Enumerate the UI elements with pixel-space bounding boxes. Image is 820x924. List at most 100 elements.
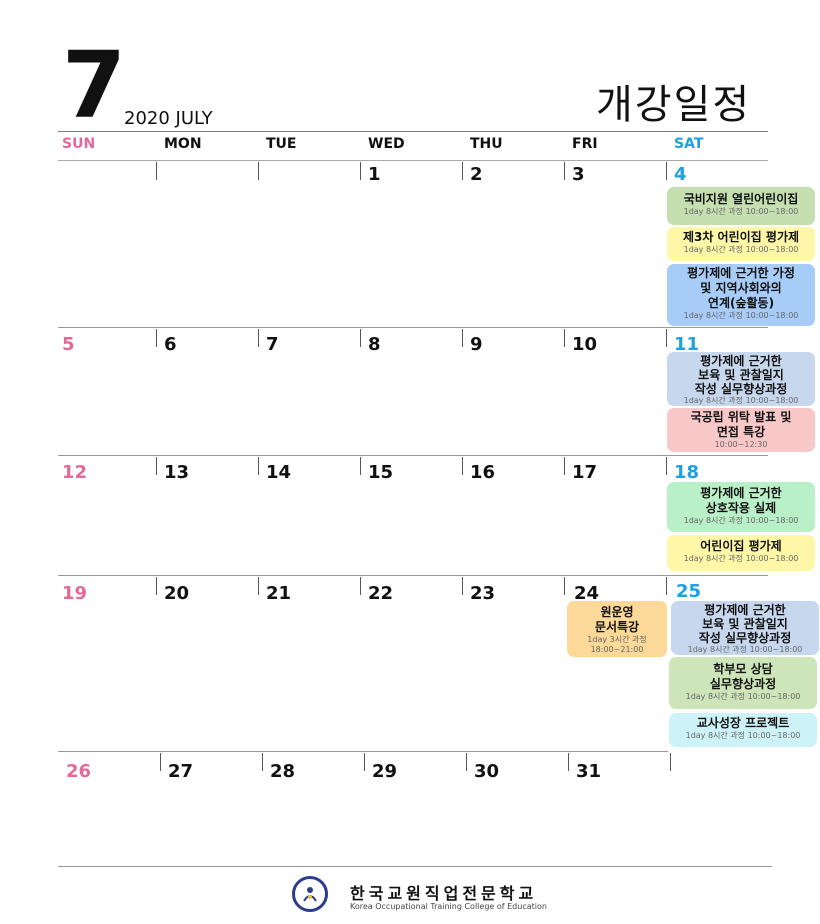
day-number[interactable]: 5: [62, 334, 75, 355]
day-number[interactable]: 14: [266, 462, 292, 483]
footer-divider: [58, 866, 772, 867]
day-number[interactable]: 17: [572, 462, 598, 483]
event-title: 제3차 어린이집 평가제: [682, 230, 800, 244]
day-number[interactable]: 7: [266, 334, 279, 355]
event-time: 1day 8시간 과정 10:00~18:00: [683, 554, 799, 563]
cell-divider: [462, 457, 463, 475]
event-title: 문서특강: [594, 620, 640, 634]
weekday-divider: [58, 160, 768, 161]
day-number[interactable]: 16: [470, 462, 496, 483]
week-divider: [58, 327, 768, 328]
event-title: 연계(숲활동): [707, 296, 775, 310]
day-number[interactable]: 30: [474, 761, 500, 782]
day-number[interactable]: 31: [576, 761, 602, 782]
week-divider: [58, 455, 768, 456]
cell-divider: [258, 162, 259, 180]
cell-divider: [160, 753, 161, 771]
cell-divider: [156, 577, 157, 595]
day-number[interactable]: 29: [372, 761, 398, 782]
weekday-sun: SUN: [62, 136, 96, 152]
event-card[interactable]: 평가제에 근거한 상호작용 실제 1day 8시간 과정 10:00~18:00: [667, 482, 815, 532]
day-number[interactable]: 1: [368, 164, 381, 185]
day-number[interactable]: 27: [168, 761, 194, 782]
event-title: 및 지역사회와의: [700, 281, 782, 295]
event-card[interactable]: 어린이집 평가제 1day 8시간 과정 10:00~18:00: [667, 535, 815, 571]
cell-divider: [360, 329, 361, 347]
event-card[interactable]: 평가제에 근거한 보육 및 관찰일지 작성 실무향상과정 1day 8시간 과정…: [671, 601, 819, 655]
day-number[interactable]: 8: [368, 334, 381, 355]
day-number[interactable]: 9: [470, 334, 483, 355]
day-number[interactable]: 25: [676, 581, 702, 602]
day-number[interactable]: 26: [66, 761, 92, 782]
day-number[interactable]: 10: [572, 334, 598, 355]
logo-emblem-icon: [303, 887, 317, 902]
event-title: 교사성장 프로젝트: [696, 716, 790, 730]
event-card[interactable]: 원운영 문서특강 1day 3시간 과정 18:00~21:00: [567, 601, 667, 657]
event-title: 실무향상과정: [709, 677, 777, 691]
event-title: 작성 실무향상과정: [694, 382, 788, 396]
event-card[interactable]: 교사성장 프로젝트 1day 8시간 과정 10:00~18:00: [669, 713, 817, 747]
day-number[interactable]: 15: [368, 462, 394, 483]
cell-divider: [568, 753, 569, 771]
day-number[interactable]: 23: [470, 583, 496, 604]
event-title: 상호작용 실제: [705, 501, 777, 515]
day-number[interactable]: 12: [62, 462, 88, 483]
event-title: 보육 및 관찰일지: [698, 368, 784, 382]
event-time: 1day 8시간 과정 10:00~18:00: [683, 516, 799, 525]
day-number[interactable]: 21: [266, 583, 292, 604]
event-time: 1day 8시간 과정 10:00~18:00: [685, 731, 801, 740]
day-number[interactable]: 6: [164, 334, 177, 355]
day-number[interactable]: 13: [164, 462, 190, 483]
event-card[interactable]: 평가제에 근거한 보육 및 관찰일지 작성 실무향상과정 1day 8시간 과정…: [667, 352, 815, 406]
cell-divider: [360, 457, 361, 475]
event-title: 평가제에 근거한 가정: [687, 266, 795, 280]
day-number[interactable]: 3: [572, 164, 585, 185]
cell-divider: [666, 162, 667, 180]
event-title: 평가제에 근거한: [700, 486, 782, 500]
weekday-fri: FRI: [572, 136, 598, 152]
event-card[interactable]: 제3차 어린이집 평가제 1day 8시간 과정 10:00~18:00: [667, 227, 815, 261]
week-divider: [58, 751, 668, 752]
event-title: 면접 특강: [716, 425, 766, 439]
cell-divider: [360, 577, 361, 595]
event-card[interactable]: 평가제에 근거한 가정 및 지역사회와의 연계(숲활동) 1day 8시간 과정…: [667, 264, 815, 326]
event-title: 작성 실무향상과정: [698, 631, 792, 645]
event-card[interactable]: 학부모 상담 실무향상과정 1day 8시간 과정 10:00~18:00: [669, 657, 817, 709]
weekday-sat: SAT: [674, 136, 704, 152]
day-number[interactable]: 28: [270, 761, 296, 782]
day-number[interactable]: 19: [62, 583, 88, 604]
cell-divider: [360, 162, 361, 180]
school-logo-icon: [292, 876, 328, 912]
event-title: 국공립 위탁 발표 및: [690, 410, 792, 424]
event-time: 1day 8시간 과정 10:00~18:00: [683, 245, 799, 254]
cell-divider: [462, 329, 463, 347]
cell-divider: [258, 577, 259, 595]
event-title: 학부모 상담: [713, 662, 773, 676]
day-number[interactable]: 4: [674, 164, 687, 185]
event-time: 18:00~21:00: [590, 645, 644, 654]
day-number[interactable]: 24: [574, 583, 600, 604]
event-card[interactable]: 국비지원 열린어린이집 1day 8시간 과정 10:00~18:00: [667, 187, 815, 225]
cell-divider: [156, 457, 157, 475]
cell-divider: [258, 457, 259, 475]
day-number[interactable]: 20: [164, 583, 190, 604]
event-title: 어린이집 평가제: [700, 539, 782, 553]
cell-divider: [564, 457, 565, 475]
day-number[interactable]: 22: [368, 583, 394, 604]
cell-divider: [670, 753, 671, 771]
month-number: 7: [62, 32, 126, 139]
event-card[interactable]: 국공립 위탁 발표 및 면접 특강 10:00~12:30: [667, 408, 815, 452]
day-number[interactable]: 2: [470, 164, 483, 185]
year-label: 2020 JULY: [124, 108, 213, 129]
event-time: 1day 8시간 과정 10:00~18:00: [683, 311, 799, 320]
cell-divider: [262, 753, 263, 771]
event-time: 1day 3시간 과정: [587, 635, 647, 644]
weekday-wed: WED: [368, 136, 405, 152]
day-number[interactable]: 11: [674, 334, 700, 355]
event-title: 국비지원 열린어린이집: [683, 192, 799, 206]
cell-divider: [258, 329, 259, 347]
event-time: 10:00~12:30: [714, 440, 768, 449]
cell-divider: [564, 162, 565, 180]
event-time: 1day 8시간 과정 10:00~18:00: [683, 207, 799, 216]
day-number[interactable]: 18: [674, 462, 700, 483]
